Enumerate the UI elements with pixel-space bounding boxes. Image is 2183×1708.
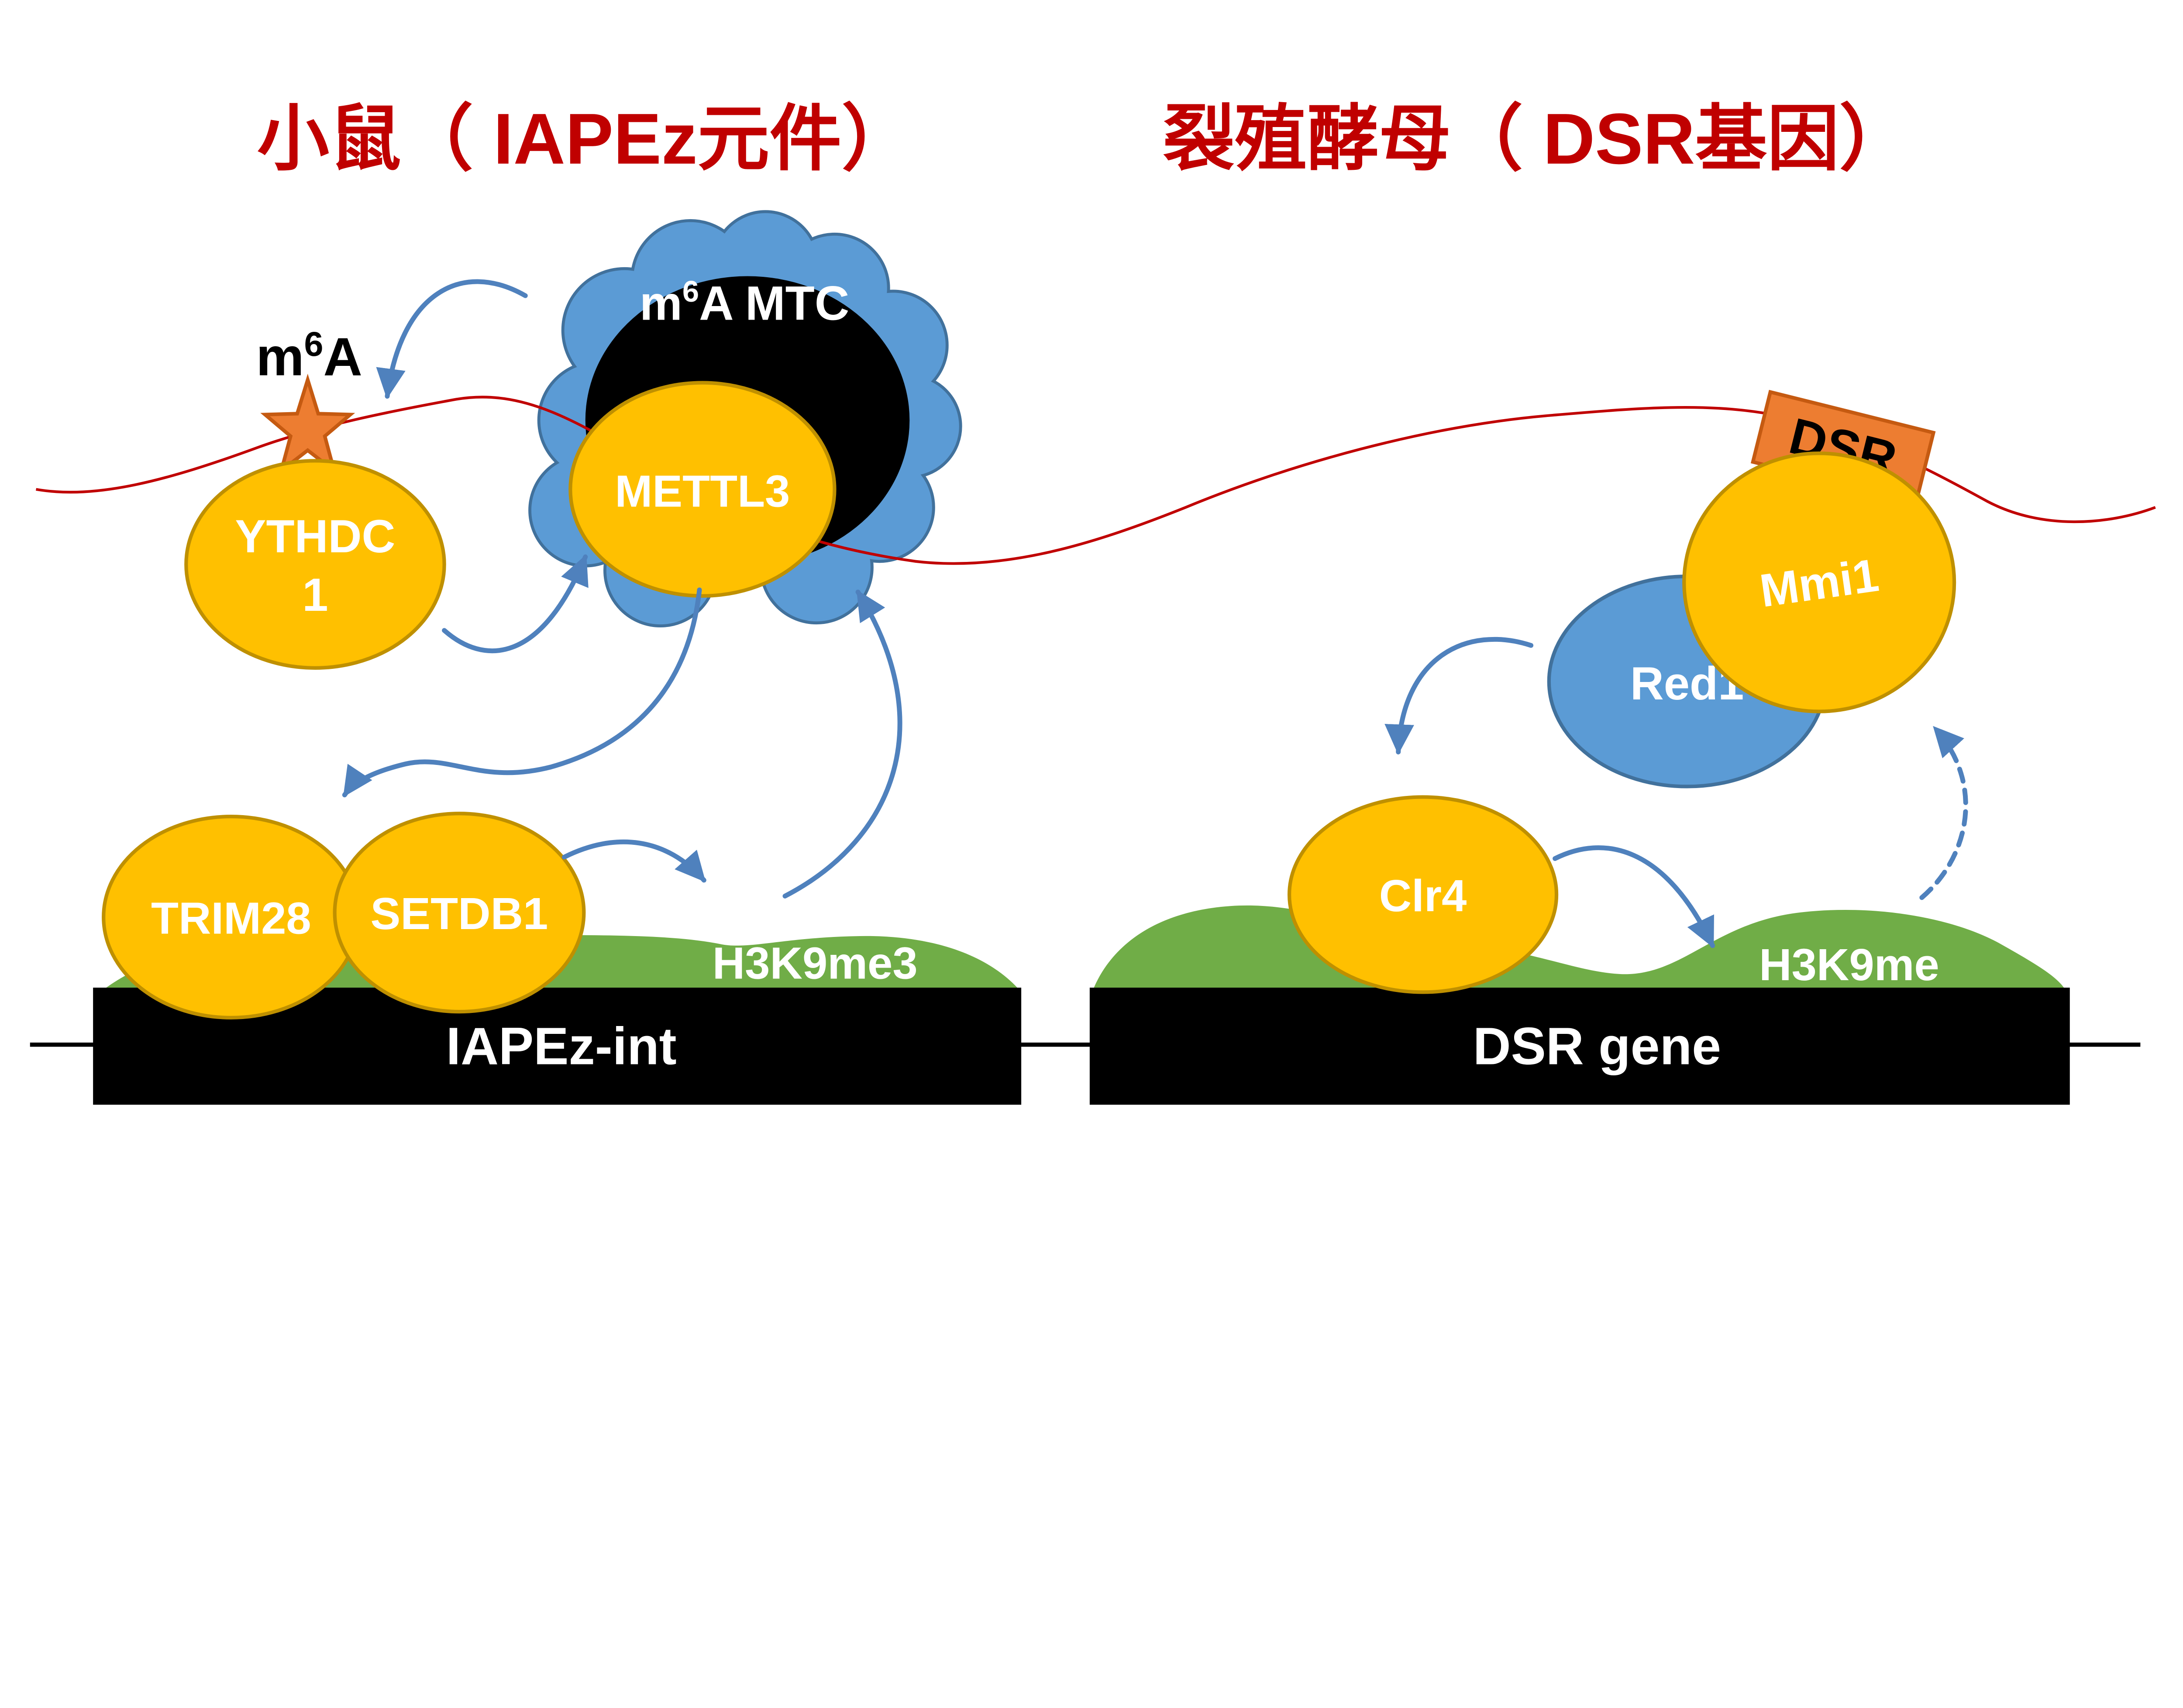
- right-gene-bar: [1089, 988, 2070, 1105]
- m6a-star: [260, 373, 355, 475]
- ythdc1-label-line2: 1: [302, 569, 328, 621]
- pathway-diagram: 小鼠（ IAPEz元件） 裂殖酵母（ DSR基因） IAPEz-int DSR …: [30, 98, 2156, 1105]
- h3k9me3-label: H3K9me3: [713, 938, 918, 988]
- ythdc1-ellipse: [184, 459, 446, 670]
- setdb1-label: SETDB1: [371, 888, 548, 939]
- trim28-label: TRIM28: [151, 893, 311, 943]
- arrow-red1-to-clr4: [1384, 637, 1534, 755]
- mettl3-label: METTL3: [615, 466, 790, 517]
- arrow-mtc-to-m6a: [376, 279, 528, 399]
- m6a-label-superscript: 6: [304, 324, 324, 363]
- arrow-ythdc1-to-mettl3: [442, 554, 589, 654]
- arrow-setdb1-to-h3k9me3: [562, 839, 706, 883]
- mmi1-ellipse: [1682, 451, 1956, 713]
- mettl3-ellipse: [568, 381, 837, 598]
- ythdc1-label: YTHDC 1: [235, 510, 395, 621]
- left-panel-title: 小鼠（ IAPEz元件）: [257, 99, 913, 179]
- mtc-label-base: m: [640, 276, 682, 330]
- m6a-mtc-label: m6A MTC: [640, 275, 849, 330]
- mtc-label-tail: A MTC: [699, 276, 849, 330]
- m6a-label-base: m: [256, 327, 304, 387]
- right-panel-title: 裂殖酵母（ DSR基因）: [1163, 99, 1911, 179]
- setdb1-ellipse: [333, 812, 586, 1014]
- ythdc1-label-line1: YTHDC: [235, 510, 395, 562]
- dsr-gene-label: DSR gene: [1473, 1017, 1721, 1075]
- arrow-clr4-to-h3k9me: [1553, 845, 1715, 948]
- clr4-label: Clr4: [1379, 871, 1467, 921]
- arrow-h3k9me-to-mmi1-dashed: [1919, 725, 1968, 900]
- m6a-mark-label: m6A: [256, 324, 362, 387]
- arrow-h3k9me3-to-mettl3: [782, 589, 902, 899]
- iapez-gene-label: IAPEz-int: [446, 1017, 677, 1075]
- mtc-label-superscript: 6: [682, 275, 699, 308]
- clr4-ellipse: [1287, 795, 1559, 994]
- m6a-label-tail: A: [324, 327, 362, 387]
- arrow-mettl3-to-trim28-setdb1: [342, 587, 702, 798]
- h3k9me-label: H3K9me: [1759, 940, 1939, 990]
